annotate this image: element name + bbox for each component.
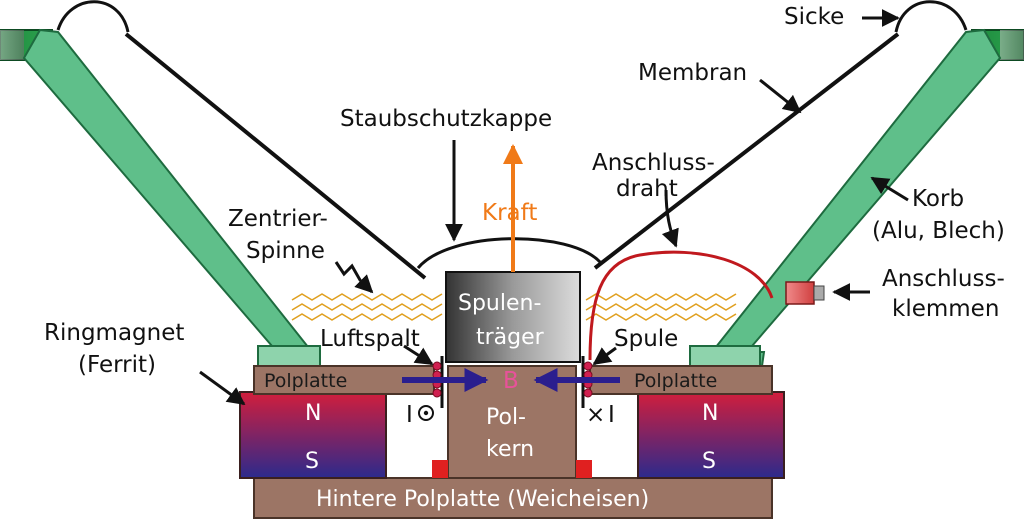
label-spulentraeger-2: träger bbox=[476, 325, 545, 350]
pole-core-ring-left bbox=[432, 460, 448, 478]
current-out-symbol bbox=[418, 405, 434, 421]
label-anschlussdraht-2: draht bbox=[616, 176, 678, 202]
label-sicke: Sicke bbox=[784, 4, 844, 30]
label-zentrier-1: Zentrier- bbox=[228, 206, 328, 232]
spider-right-3 bbox=[585, 313, 737, 321]
label-pole-n-left: N bbox=[305, 401, 321, 426]
spider-right-2 bbox=[585, 303, 737, 311]
surround-right bbox=[894, 0, 968, 33]
label-pole-n-right: N bbox=[702, 401, 718, 426]
spider-right-1 bbox=[585, 293, 737, 301]
label-luftspalt: Luftspalt bbox=[320, 326, 420, 352]
label-klemmen-1: Anschluss- bbox=[882, 266, 1005, 292]
dust-cap bbox=[416, 237, 602, 269]
basket-foot-left bbox=[257, 345, 321, 369]
ringmagnet-arrow bbox=[199, 370, 246, 406]
label-korb-1: Korb bbox=[912, 186, 964, 212]
label-korb-2: (Alu, Blech) bbox=[872, 218, 1005, 244]
pole-core-ring-right bbox=[576, 460, 592, 478]
surround-left bbox=[56, 0, 130, 33]
label-current-left: I bbox=[406, 402, 413, 428]
membrane-right bbox=[593, 32, 900, 270]
label-cross-symbol: × bbox=[586, 402, 605, 428]
spule-arrow bbox=[592, 346, 617, 366]
membran-arrow bbox=[759, 78, 802, 114]
zentrier-arrow bbox=[334, 261, 374, 294]
label-zentrier-2: Spinne bbox=[246, 238, 325, 264]
anschlussdraht-arrow bbox=[661, 189, 679, 248]
label-polplatte-left: Polplatte bbox=[264, 370, 347, 392]
korb-arrow bbox=[870, 176, 909, 202]
label-pole-s-right: S bbox=[702, 449, 716, 474]
lead-wire bbox=[588, 250, 774, 361]
label-anschlussdraht-1: Anschluss- bbox=[592, 150, 715, 176]
label-spulentraeger-1: Spulen- bbox=[458, 291, 541, 316]
label-polplatte-right: Polplatte bbox=[634, 370, 717, 392]
basket-left bbox=[22, 28, 315, 367]
membrane-left bbox=[124, 32, 427, 280]
top-plate-right bbox=[589, 365, 773, 395]
label-membran: Membran bbox=[638, 60, 747, 86]
label-klemmen-2: klemmen bbox=[892, 296, 999, 322]
spider-left-3 bbox=[291, 313, 443, 321]
label-staubschutzkappe: Staubschutzkappe bbox=[340, 106, 552, 132]
voice-coil-former bbox=[445, 271, 581, 363]
spider-left-2 bbox=[291, 303, 443, 311]
basket-foot-right bbox=[689, 345, 761, 369]
label-polkern-1: Pol- bbox=[486, 405, 526, 430]
label-ringmagnet-1: Ringmagnet bbox=[44, 320, 184, 346]
label-polkern-2: kern bbox=[486, 437, 534, 462]
label-spule: Spule bbox=[614, 326, 678, 352]
label-b-field: B bbox=[503, 368, 519, 394]
terminal-clamp bbox=[785, 281, 825, 305]
label-current-right: I bbox=[608, 402, 615, 428]
label-pole-s-left: S bbox=[305, 449, 319, 474]
label-hintere-polplatte: Hintere Polplatte (Weicheisen) bbox=[316, 487, 649, 512]
label-ringmagnet-2: (Ferrit) bbox=[78, 352, 156, 378]
luftspalt-arrow bbox=[403, 344, 434, 366]
label-kraft: Kraft bbox=[482, 200, 537, 226]
spider-left-1 bbox=[291, 293, 443, 301]
